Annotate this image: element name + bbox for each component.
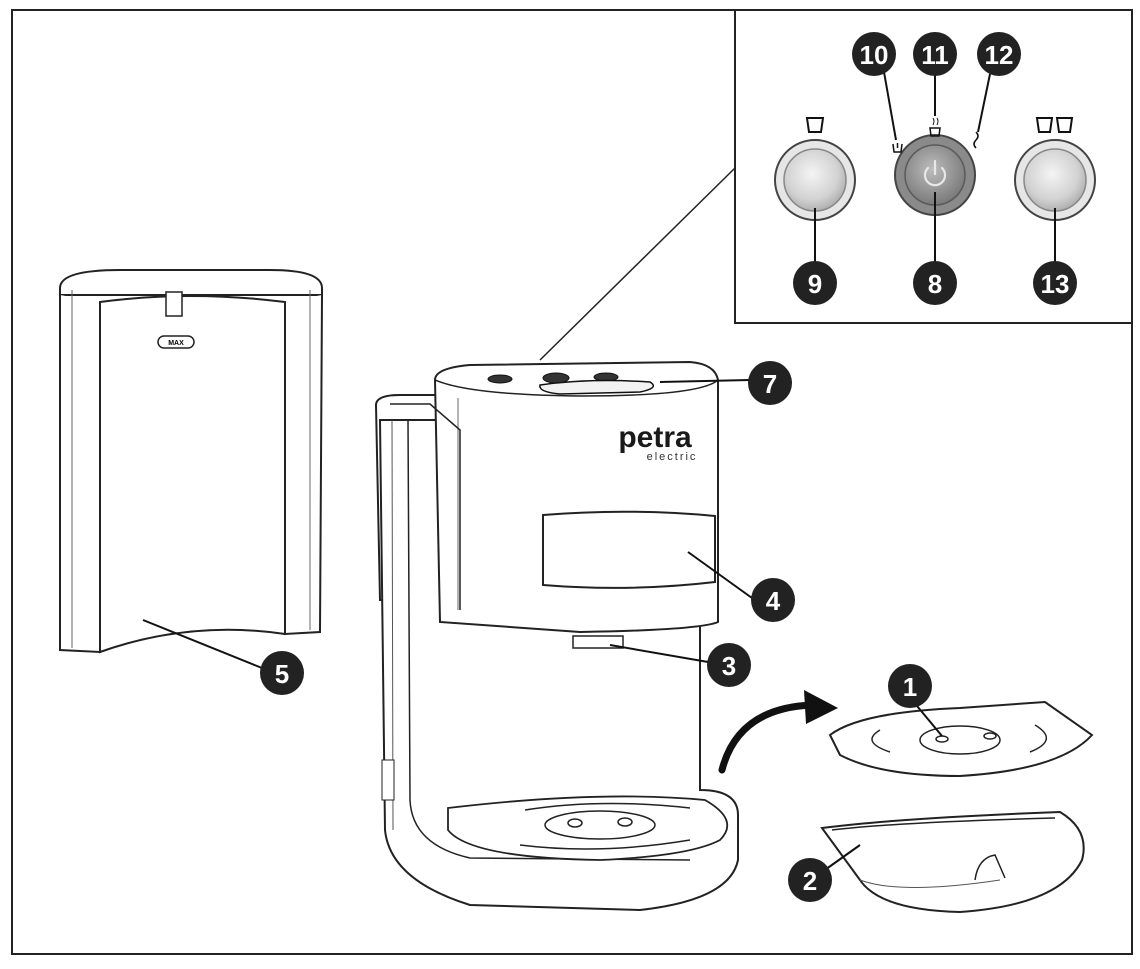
- callout-5: 5: [260, 651, 304, 695]
- callout-12-label: 12: [985, 40, 1014, 70]
- drip-tray-grid: [828, 700, 1094, 778]
- arrow-icon: [718, 690, 838, 774]
- power-button: [894, 134, 976, 216]
- callout-5-label: 5: [275, 659, 289, 689]
- callout-12: 12: [977, 32, 1021, 76]
- callout-9: 9: [793, 261, 837, 305]
- leader-12: [977, 73, 991, 133]
- callout-4-label: 4: [766, 586, 781, 616]
- steam-indicator-lamp: [973, 131, 979, 149]
- power-indicator-lamp: [892, 143, 903, 153]
- callout-2: 2: [788, 858, 832, 902]
- callout-11-label: 11: [921, 40, 949, 70]
- control-panel: [487, 372, 655, 395]
- callout-7: 7: [748, 361, 792, 405]
- leader-3: [609, 644, 709, 663]
- single-cup-button: [774, 139, 856, 221]
- zoom-leader: [539, 167, 736, 361]
- callout-3-label: 3: [722, 651, 736, 681]
- max-level-label: MAX: [168, 340, 184, 347]
- callout-3: 3: [707, 643, 751, 687]
- leader-4: [687, 551, 753, 599]
- double-cup-icon: [1035, 117, 1074, 133]
- outer-frame: [11, 9, 1133, 955]
- callout-8: 8: [913, 261, 957, 305]
- leader-10: [883, 71, 897, 141]
- callout-13-label: 13: [1041, 269, 1070, 299]
- callout-4: 4: [751, 578, 795, 622]
- water-tank: MAX: [59, 269, 323, 654]
- callout-1-label: 1: [903, 672, 917, 702]
- callout-2-label: 2: [803, 866, 817, 896]
- single-cup-icon: [805, 117, 825, 133]
- leader-7: [659, 379, 751, 383]
- callout-1: 1: [888, 664, 932, 708]
- double-cup-button: [1014, 139, 1096, 221]
- callout-10: 10: [852, 32, 896, 76]
- leader-2: [821, 844, 861, 873]
- callout-10-label: 10: [860, 40, 889, 70]
- coffee-machine-body: petra electric: [374, 360, 739, 912]
- pod-holder: [542, 510, 716, 589]
- drip-tray: [820, 810, 1085, 914]
- callout-13: 13: [1033, 261, 1077, 305]
- callout-7-label: 7: [763, 369, 777, 399]
- brand-subtitle: electric: [647, 451, 698, 463]
- base-drip-grid: [447, 795, 729, 861]
- leader-5: [142, 619, 263, 669]
- brand-name: petra: [618, 421, 692, 454]
- callout-8-label: 8: [928, 269, 942, 299]
- max-level-mark: [157, 335, 195, 349]
- callout-11: 11: [913, 32, 957, 76]
- ready-indicator-lamp: [929, 117, 941, 137]
- callout-9-label: 9: [808, 269, 822, 299]
- power-icon: [923, 159, 947, 187]
